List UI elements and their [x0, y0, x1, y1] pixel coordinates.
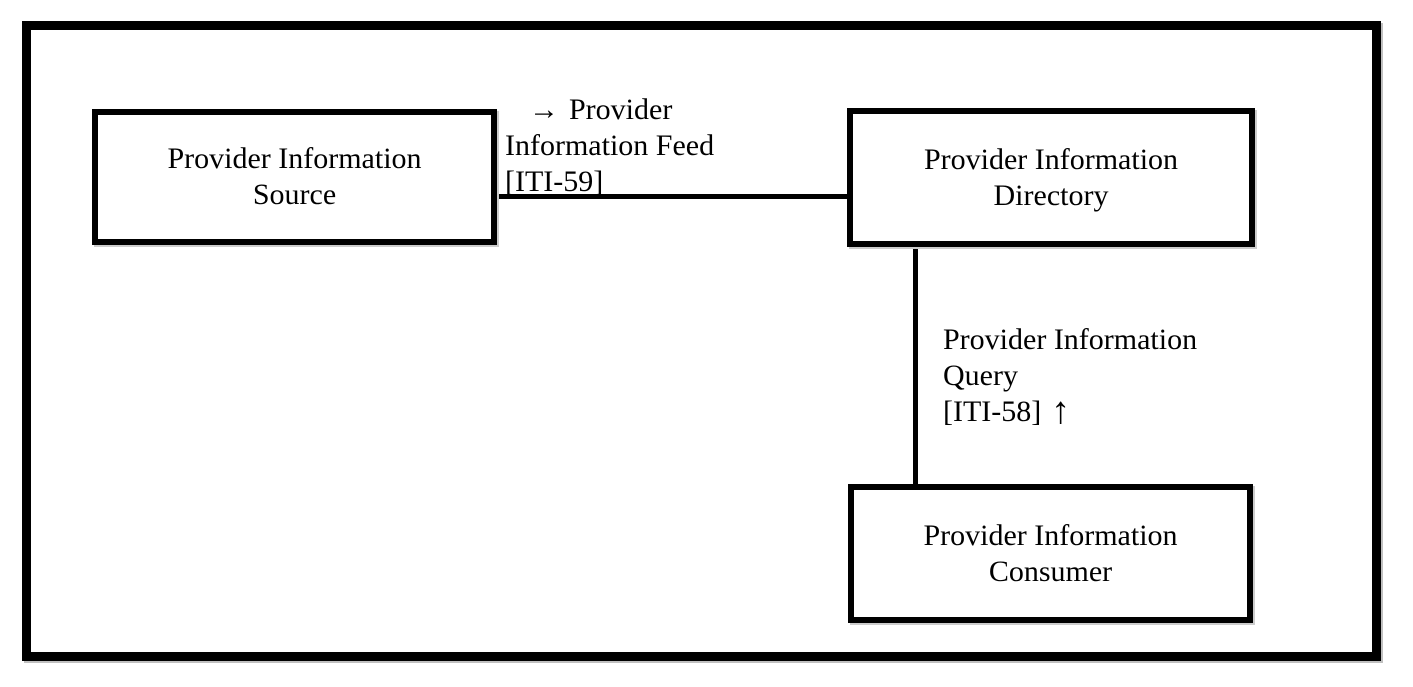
- connector-query-line: [913, 245, 918, 486]
- feed-label-line3: [ITI-59]: [505, 165, 604, 198]
- right-arrow-icon: →: [529, 93, 559, 126]
- query-label-line1: Provider Information: [943, 323, 1198, 356]
- connector-feed-line: [497, 194, 847, 199]
- actor-directory-label-line2: Directory: [993, 178, 1109, 212]
- actor-box-provider-information-consumer: Provider Information Consumer: [848, 484, 1253, 623]
- actor-source-label-line2: Source: [252, 178, 337, 211]
- query-label-line3: [ITI-58] ↑: [943, 390, 1197, 432]
- actor-box-provider-information-source: Provider Information Source: [92, 109, 497, 245]
- actor-source-label-line1: Provider Information: [167, 142, 422, 175]
- feed-label-line2: Information Feed: [505, 129, 715, 162]
- feed-label-line1: → Provider: [505, 92, 714, 128]
- query-label-line2: Query: [943, 359, 1018, 392]
- actor-consumer-label-line2: Consumer: [988, 554, 1113, 588]
- transaction-label-feed: → Provider Information Feed [ITI-59]: [505, 92, 714, 200]
- actor-box-provider-information-directory: Provider Information Directory: [847, 108, 1255, 247]
- up-arrow-icon: ↑: [1051, 390, 1071, 432]
- actor-consumer-label-line1: Provider Information: [923, 518, 1178, 552]
- actor-directory-label-line1: Provider Information: [923, 142, 1179, 176]
- query-label-line3-text: [ITI-58]: [943, 395, 1042, 428]
- feed-label-line1-text: Provider: [569, 93, 673, 126]
- transaction-label-query: Provider Information Query [ITI-58] ↑: [943, 322, 1197, 430]
